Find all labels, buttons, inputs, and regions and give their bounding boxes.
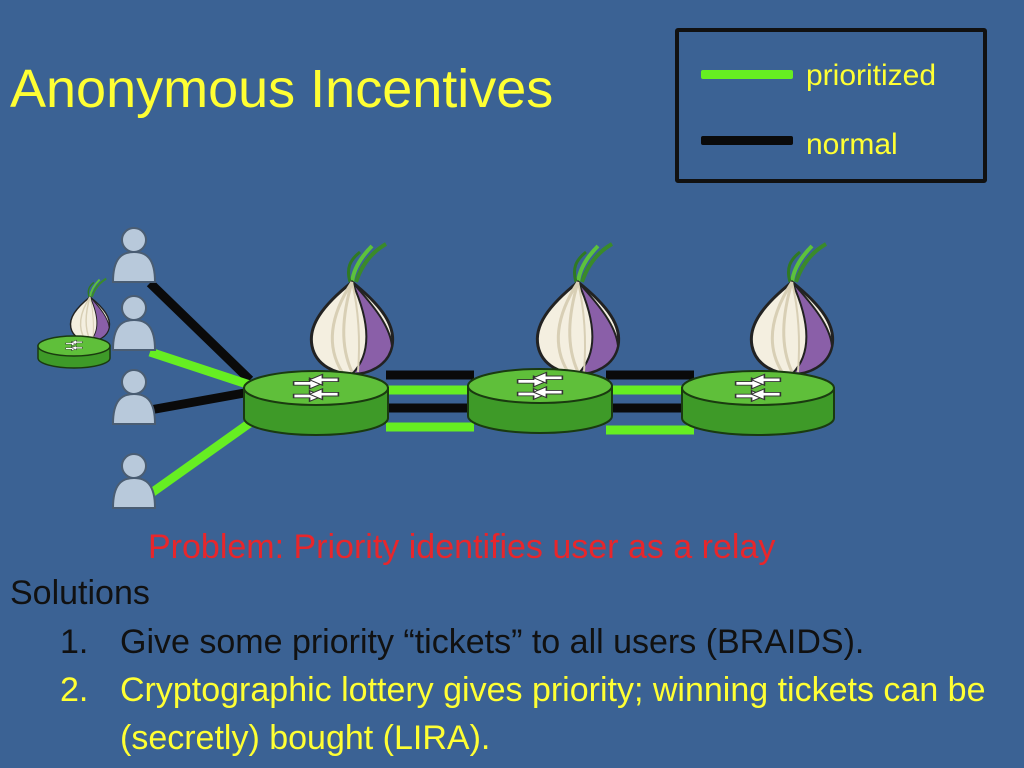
router-icon-1 <box>243 370 389 436</box>
link-user2-prioritized <box>148 347 252 390</box>
small-onion-icon <box>69 277 111 343</box>
solution-number-2: 2. <box>60 671 89 709</box>
user-icon-1 <box>112 227 156 283</box>
problem-statement: Problem: Priority identifies user as a r… <box>148 528 776 566</box>
links-router1-router2 <box>386 370 474 432</box>
network-diagram <box>37 227 835 509</box>
onion-icon-3 <box>749 242 835 376</box>
solution-number-1: 1. <box>60 623 89 661</box>
legend-item-prioritized: prioritized <box>679 54 983 98</box>
legend-box: prioritized normal <box>675 28 987 183</box>
slide-title: Anonymous Incentives <box>10 59 554 119</box>
solution-text-2: Cryptographic lottery gives priority; wi… <box>120 671 986 757</box>
router-icon-3 <box>681 370 835 436</box>
user-icon-4 <box>112 453 156 509</box>
legend-label-prioritized: prioritized <box>806 59 937 92</box>
solutions-heading: Solutions <box>10 574 150 612</box>
legend-swatch-prioritized <box>701 70 793 79</box>
legend-label-normal: normal <box>806 128 898 161</box>
legend-item-normal: normal <box>679 120 983 164</box>
onion-icon-2 <box>535 242 621 376</box>
onion-icon-1 <box>309 242 395 376</box>
legend-swatch-normal <box>701 136 793 145</box>
small-router-icon <box>37 335 111 369</box>
link-user3-normal <box>149 387 251 415</box>
user-icon-3 <box>112 369 156 425</box>
link-user4-prioritized <box>147 416 257 498</box>
user-icon-2 <box>112 295 156 351</box>
link-user1-normal <box>146 279 254 384</box>
router-icon-2 <box>467 368 613 434</box>
solution-text-1: Give some priority “tickets” to all user… <box>120 623 865 661</box>
links-router2-router3 <box>606 370 694 435</box>
